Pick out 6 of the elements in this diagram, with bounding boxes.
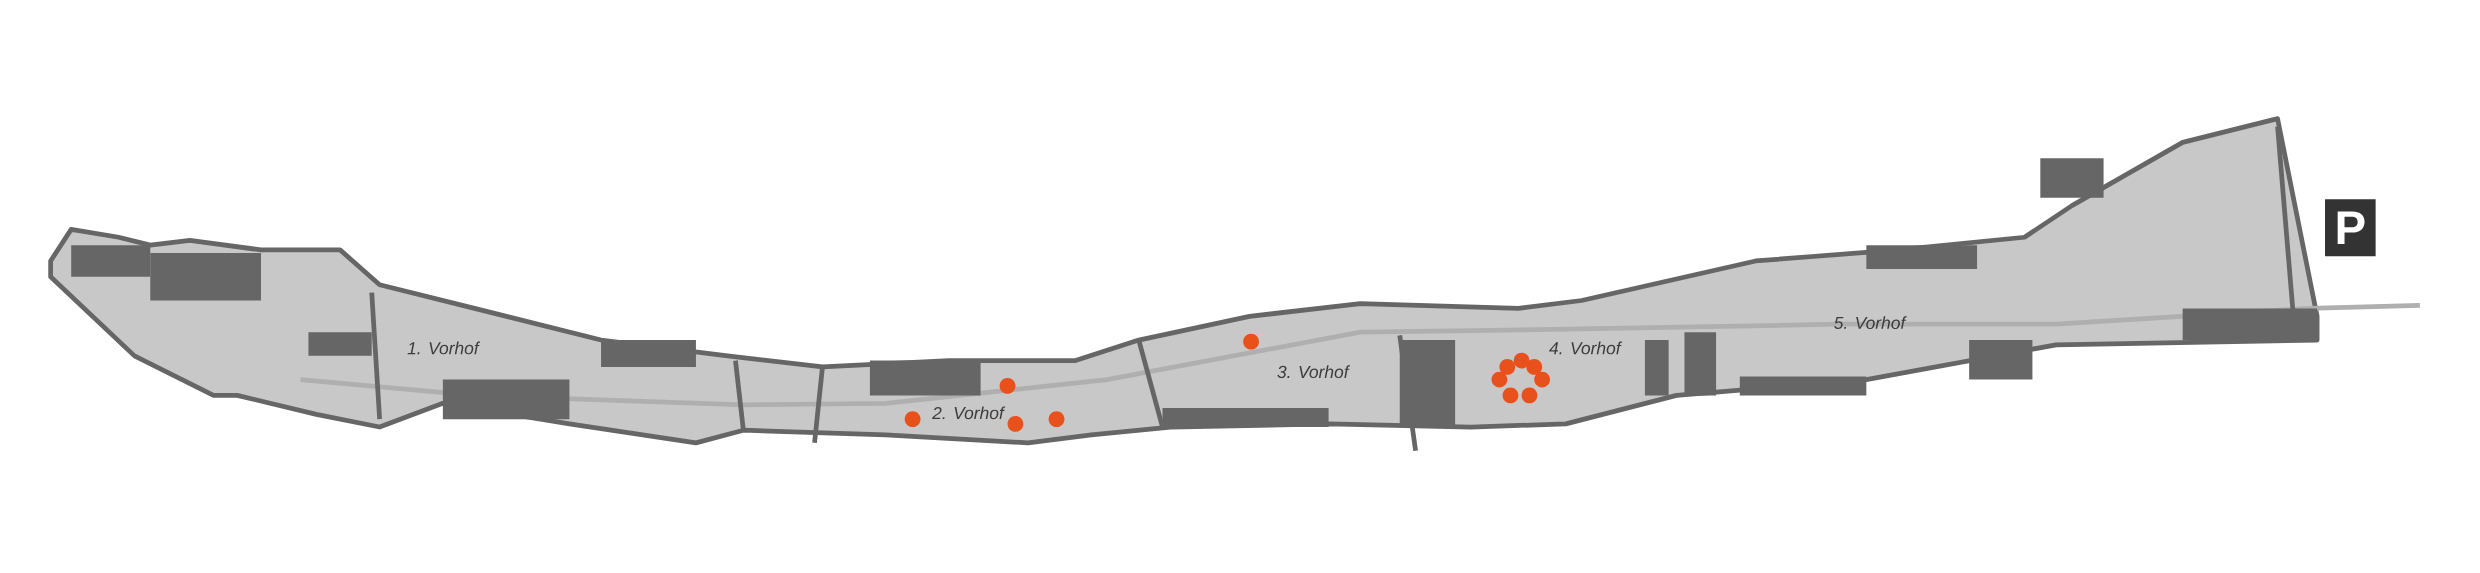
area-label: 2. Vorhof — [932, 406, 1006, 420]
area-label: 3. Vorhof — [1277, 365, 1351, 379]
area-label: 5. Vorhof — [1834, 316, 1907, 330]
area-label: 4. Vorhof — [1549, 341, 1623, 355]
parking-sign: P — [2325, 199, 2376, 257]
area-label: 1. Vorhof — [407, 341, 481, 355]
